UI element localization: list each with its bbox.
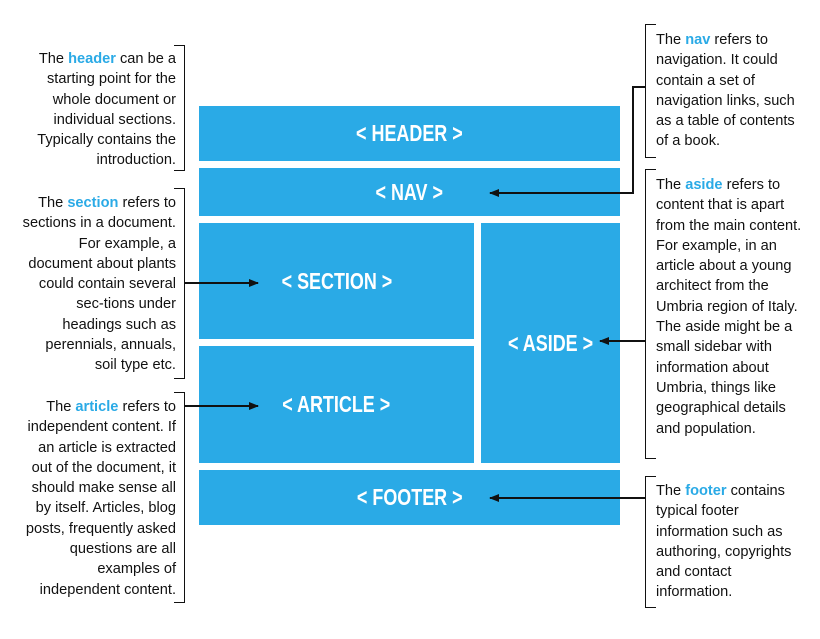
nav-note-keyword: nav (685, 32, 711, 48)
article-note-keyword: article (75, 399, 119, 415)
header-block-label: < HEADER > (356, 120, 463, 146)
aside-note-pre: The (656, 177, 686, 193)
article-note: The article refers to independent conten… (22, 397, 176, 600)
nav-note-body: refers to navigation. It could contain a… (656, 32, 795, 150)
footer-note-body: contains typical footer information such… (656, 483, 792, 601)
section-block: < SECTION > (199, 223, 474, 339)
section-block-label: < SECTION > (281, 267, 392, 294)
header-note-bracket (174, 45, 185, 171)
section-note-pre: The (38, 195, 68, 211)
nav-block-label: < NAV > (375, 178, 444, 205)
aside-note-keyword: aside (685, 177, 723, 193)
article-note-body: refers to independent content. If an art… (25, 399, 176, 598)
aside-block-label: < ASIDE > (507, 329, 594, 356)
aside-note-body: refers to content that is apart from the… (656, 177, 802, 437)
nav-arrow (489, 86, 645, 197)
aside-note-bracket (645, 169, 656, 459)
nav-note-bracket (645, 24, 656, 158)
nav-note-pre: The (656, 32, 686, 48)
article-note-bracket (174, 392, 185, 603)
header-note-keyword: header (68, 51, 116, 67)
footer-note: The footer contains typical footer infor… (656, 481, 806, 603)
article-block-label: < ARTICLE > (282, 391, 391, 417)
header-note: The header can be a starting point for t… (22, 49, 176, 171)
footer-block-label: < FOOTER > (356, 484, 463, 510)
aside-note: The aside refers to content that is apar… (656, 175, 806, 439)
footer-note-pre: The (656, 483, 686, 499)
nav-note: The nav refers to navigation. It could c… (656, 30, 806, 152)
section-note-keyword: section (67, 195, 119, 211)
header-note-body: can be a starting point for the whole do… (37, 51, 176, 169)
header-block: < HEADER > (199, 106, 620, 161)
footer-note-keyword: footer (685, 483, 727, 499)
section-note: The section refers to sections in a docu… (22, 193, 176, 376)
article-block: < ARTICLE > (199, 346, 474, 463)
section-note-body: refers to sections in a document. For ex… (22, 195, 176, 374)
article-note-pre: The (46, 399, 76, 415)
aside-block: < ASIDE > (481, 223, 620, 463)
header-note-pre: The (38, 51, 69, 67)
footer-note-bracket (645, 476, 656, 608)
